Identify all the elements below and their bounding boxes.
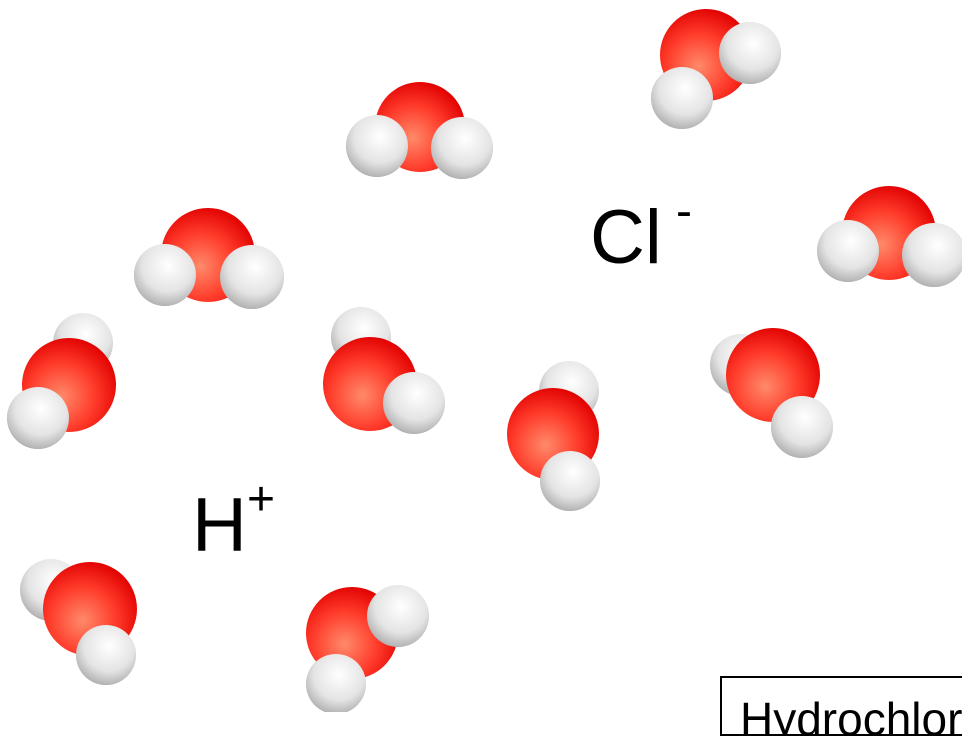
water-molecule: [651, 9, 781, 129]
hydrogen-atom: [134, 244, 196, 306]
hydrogen-atom: [902, 223, 962, 287]
hydrogen-atom: [220, 245, 284, 309]
water-molecule: [20, 559, 137, 685]
hydrogen-atom: [76, 625, 136, 685]
hydrogen-atom: [651, 67, 713, 129]
molecule-scene: [7, 9, 962, 712]
water-molecule: [134, 208, 284, 309]
hydrogen-atom: [719, 22, 781, 84]
hydrogen-atom: [817, 220, 879, 282]
water-molecule: [817, 186, 962, 287]
water-molecule: [323, 307, 445, 434]
water-molecule: [7, 313, 116, 449]
caption-box: Hydrochloric acid: [720, 676, 962, 736]
hydrogen-atom: [540, 451, 600, 511]
chloride-symbol: Cl: [590, 195, 662, 280]
water-molecule: [346, 82, 493, 179]
hydrogen-atom: [7, 387, 69, 449]
water-molecule: [507, 361, 600, 511]
hydrogen-atom: [383, 372, 445, 434]
hydrogen-atom: [367, 585, 429, 647]
hydrogen-atom: [771, 396, 833, 458]
chloride-ion-label: Cl -: [590, 188, 692, 276]
hydrogen-charge: +: [247, 473, 276, 526]
hydrogen-symbol: H: [192, 483, 247, 568]
hydrogen-ion-label: H +: [192, 476, 275, 564]
water-molecule: [710, 328, 833, 458]
hydrogen-atom: [306, 654, 366, 712]
hydrogen-atom: [431, 117, 493, 179]
water-molecule: [306, 585, 429, 712]
hydrogen-atom: [346, 115, 408, 177]
chloride-charge: -: [676, 185, 692, 238]
caption-text: Hydrochloric acid: [740, 693, 962, 736]
